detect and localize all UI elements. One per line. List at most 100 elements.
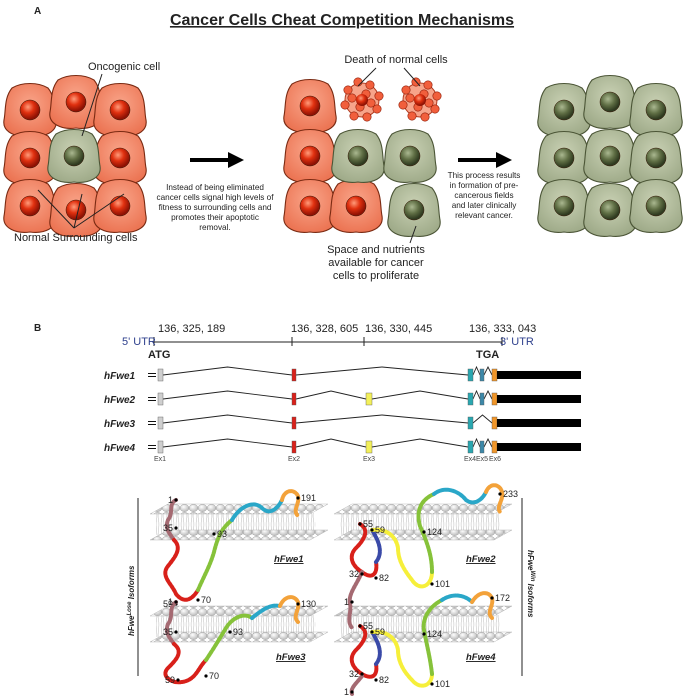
svg-text:cancerous fields: cancerous fields bbox=[454, 191, 513, 200]
svg-text:Instead of being eliminated: Instead of being eliminated bbox=[166, 183, 264, 192]
exon-ex1 bbox=[157, 392, 164, 406]
residue-label: 70 bbox=[209, 671, 219, 681]
normal-cell bbox=[3, 82, 57, 137]
residue-label: 124 bbox=[427, 527, 442, 537]
residue-label: 233 bbox=[503, 489, 518, 499]
exon-ex4 bbox=[467, 392, 474, 406]
utr3-block bbox=[497, 419, 581, 427]
cancer-cell bbox=[583, 74, 637, 129]
atg-label: ATG bbox=[148, 349, 170, 361]
segment-red bbox=[349, 522, 379, 578]
exon-ex1 bbox=[157, 440, 164, 454]
arrow-head-1 bbox=[228, 152, 244, 168]
normal-cell bbox=[93, 82, 147, 137]
exon-ex3 bbox=[365, 440, 373, 454]
residue-label: 59 bbox=[375, 525, 385, 535]
isoform-row-hFwe2: hFwe2 bbox=[104, 389, 581, 406]
segment-green bbox=[421, 598, 444, 676]
intron-line bbox=[295, 438, 367, 448]
cancer-cell bbox=[537, 82, 591, 137]
intron-line bbox=[472, 389, 481, 400]
residue-label: 35 bbox=[163, 627, 173, 637]
exon-ex6 bbox=[491, 392, 498, 406]
residue-label: 101 bbox=[435, 579, 450, 589]
residue-label: 101 bbox=[435, 679, 450, 689]
svg-text:136, 328, 605: 136, 328, 605 bbox=[291, 323, 358, 335]
exon-ex6 bbox=[491, 440, 498, 454]
segment-teal bbox=[230, 498, 284, 522]
residue-label: 55 bbox=[363, 519, 373, 529]
protein-label: hFwe3 bbox=[276, 652, 306, 663]
exon-ex5 bbox=[479, 368, 485, 382]
exon-label: Ex3 bbox=[363, 456, 375, 463]
residue-label: 59 bbox=[165, 675, 175, 685]
cell-group-competition bbox=[283, 77, 442, 237]
segment-orange bbox=[484, 483, 505, 514]
protein-label: hFwe4 bbox=[466, 652, 496, 663]
space-pointer bbox=[409, 225, 417, 244]
normal-cell bbox=[283, 128, 337, 183]
intron-line bbox=[295, 414, 469, 424]
isoform-name: hFwe1 bbox=[104, 371, 136, 382]
residue-label: 32 bbox=[349, 669, 359, 679]
intron-line bbox=[162, 414, 293, 424]
cancer-cell bbox=[629, 178, 683, 233]
residue-label: 130 bbox=[301, 599, 316, 609]
utr3-block bbox=[497, 395, 581, 403]
normal-pointer-3 bbox=[73, 193, 125, 229]
exon-ex2 bbox=[291, 368, 297, 382]
exon-ex4 bbox=[467, 368, 474, 382]
residue-label: 93 bbox=[217, 529, 227, 539]
utr5-label: 5' UTR bbox=[122, 336, 156, 348]
cell-group-cancer-field bbox=[537, 74, 683, 237]
residue-label: 1 bbox=[344, 597, 349, 607]
death-label: Death of normal cells bbox=[344, 54, 448, 66]
side-label-left: hFweLose Isoforms bbox=[127, 565, 136, 636]
residue-label: 82 bbox=[379, 573, 389, 583]
segment-green bbox=[416, 492, 436, 574]
death-pointer-right bbox=[403, 67, 421, 87]
residue-label: 70 bbox=[201, 595, 211, 605]
segment-green bbox=[204, 613, 254, 662]
protein-label: hFwe1 bbox=[274, 554, 304, 565]
isoform-row-hFwe4: hFwe4 bbox=[104, 437, 581, 454]
normal-cell bbox=[93, 130, 147, 185]
intron-line bbox=[295, 390, 367, 400]
isoform-row-hFwe1: hFwe1 bbox=[104, 365, 581, 382]
exon-label: Ex6 bbox=[489, 456, 501, 463]
intron-line bbox=[371, 390, 469, 400]
oncogenic-cell bbox=[47, 128, 101, 183]
exon-ex6 bbox=[491, 416, 498, 430]
exon-ex1 bbox=[157, 416, 164, 430]
dying-cell bbox=[340, 77, 384, 122]
cancer-cell bbox=[583, 182, 637, 237]
residue-label: 59 bbox=[375, 627, 385, 637]
normal-cell bbox=[329, 178, 383, 233]
cell-group-oncogenic bbox=[3, 74, 147, 237]
protein-label: hFwe2 bbox=[466, 554, 496, 565]
normal-cell bbox=[283, 178, 337, 233]
intron-line bbox=[483, 437, 493, 448]
oncogenic-cell-label: Oncogenic cell bbox=[88, 61, 160, 73]
svg-text:relevant cancer.: relevant cancer. bbox=[455, 211, 513, 220]
utr3-block bbox=[497, 371, 581, 379]
intron-line bbox=[371, 438, 469, 448]
normal-cell bbox=[3, 178, 57, 233]
normal-cell bbox=[283, 78, 337, 133]
segment-teal bbox=[250, 603, 282, 620]
segment-grey bbox=[347, 570, 364, 630]
residue-label: 1 bbox=[168, 495, 173, 505]
intron-line bbox=[472, 365, 481, 376]
membrane-hfwe1 bbox=[149, 503, 329, 541]
segment-blue bbox=[370, 630, 382, 666]
utr3-block bbox=[497, 443, 581, 451]
tga-label: TGA bbox=[476, 349, 499, 361]
segment-teal bbox=[440, 593, 474, 604]
segment-yellow bbox=[370, 527, 434, 589]
intron-line bbox=[162, 390, 293, 400]
exon-ex2 bbox=[291, 416, 297, 430]
svg-text:cells to proliferate: cells to proliferate bbox=[333, 270, 419, 282]
cancer-cell bbox=[537, 130, 591, 185]
segment-teal bbox=[432, 487, 488, 505]
